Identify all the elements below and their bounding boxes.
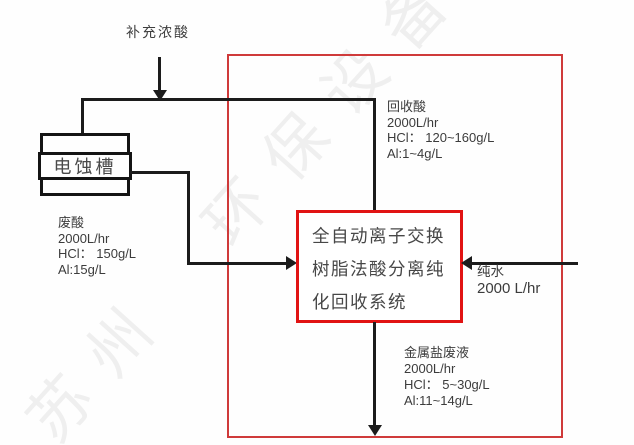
waste-acid-line-h2 bbox=[187, 262, 287, 265]
metal-waste-arrowhead-icon bbox=[368, 425, 382, 436]
metal-waste-flow: 2000L/hr bbox=[404, 361, 456, 376]
tank-feed-line bbox=[81, 98, 84, 142]
recovered-acid-return-line bbox=[81, 98, 376, 101]
pure-water-line bbox=[472, 262, 578, 265]
waste-acid-hcl: HCl： 150g/L bbox=[58, 246, 137, 261]
pure-water-flow: 2000 L/hr bbox=[477, 280, 541, 297]
ion-exchange-system-box: 全自动离子交换 树脂法酸分离纯 化回收系统 bbox=[296, 210, 463, 323]
supplement-acid-label: 补充浓酸 bbox=[126, 24, 190, 40]
waste-acid-flow: 2000L/hr bbox=[58, 230, 110, 246]
etch-tank-label: 电蚀槽 bbox=[53, 157, 117, 177]
metal-waste-line bbox=[373, 322, 376, 426]
waste-acid-name: 废酸 bbox=[58, 215, 85, 230]
waste-acid-line-v bbox=[187, 171, 190, 265]
waste-acid-arrowhead-icon bbox=[286, 256, 297, 270]
recovered-acid-label: 回收酸 2000L/hr HCl： 120~160g/L Al:1~4g/L bbox=[387, 99, 494, 161]
metal-waste-al: Al:11~14g/L bbox=[404, 393, 473, 408]
pure-water-arrowhead-icon bbox=[461, 256, 472, 270]
metal-waste-hcl: HCl： 5~30g/L bbox=[404, 377, 490, 392]
etch-tank-middle-cell: 电蚀槽 bbox=[38, 152, 132, 180]
system-box-line-3: 化回收系统 bbox=[312, 292, 407, 312]
waste-acid-al: Al:15g/L bbox=[58, 261, 106, 277]
etch-tank-bottom-cell bbox=[40, 177, 130, 196]
waste-acid-label: 废酸 2000L/hr HCl： 150g/L Al:15g/L bbox=[58, 215, 136, 277]
system-to-return-line bbox=[373, 98, 376, 210]
supplement-acid-arrowhead-icon bbox=[153, 90, 167, 101]
recovered-acid-flow: 2000L/hr bbox=[387, 114, 439, 130]
system-boundary-box bbox=[227, 54, 563, 438]
metal-waste-label: 金属盐废液 2000L/hr HCl： 5~30g/L Al:11~14g/L bbox=[404, 345, 490, 409]
pure-water-label: 纯水 2000 L/hr bbox=[477, 263, 540, 298]
recovered-acid-al: Al:1~4g/L bbox=[387, 145, 443, 161]
waste-acid-line-h1 bbox=[130, 171, 190, 174]
supplement-acid-line bbox=[158, 57, 161, 92]
metal-waste-name: 金属盐废液 bbox=[404, 345, 470, 360]
system-box-line-2: 树脂法酸分离纯 bbox=[312, 259, 445, 279]
recovered-acid-hcl: HCl： 120~160g/L bbox=[387, 130, 495, 145]
recovered-acid-name: 回收酸 bbox=[387, 99, 427, 114]
system-box-line-1: 全自动离子交换 bbox=[312, 226, 445, 246]
pure-water-name: 纯水 bbox=[477, 264, 504, 279]
